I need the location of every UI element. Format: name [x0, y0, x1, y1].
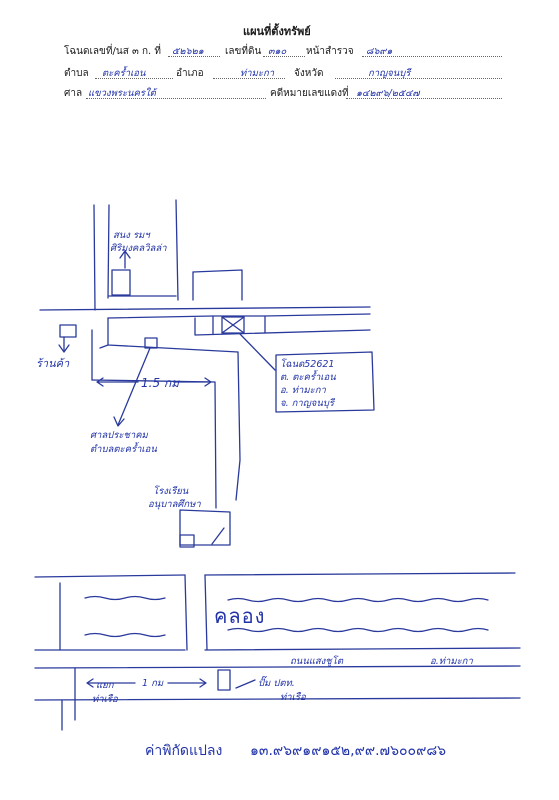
plot-box — [221, 316, 245, 334]
coordinate-label: ค่าพิกัดแปลง — [145, 743, 223, 759]
deed-value: ๕๒๖๒๑ — [172, 46, 204, 57]
case-no-label: คดีหมายเลขแดงที่ — [270, 88, 349, 99]
shop-box — [59, 324, 77, 338]
subdistrict-label: ตำบล — [64, 68, 89, 79]
road-edge — [107, 317, 239, 353]
deed-info-box — [275, 351, 375, 413]
deed-label: โฉนดเลขที่/นส ๓ ก. ที่ — [64, 46, 161, 57]
province-label: จังหวัด — [294, 68, 324, 79]
town-label: อ.ท่ามะกา — [430, 656, 473, 667]
building — [192, 269, 243, 301]
gas-station-label-2: ท่าเรือ — [280, 692, 306, 703]
canal-edge — [34, 574, 186, 578]
province-line — [335, 78, 502, 79]
school-box — [179, 509, 231, 546]
arrow-head — [113, 416, 125, 427]
arrow-head — [199, 678, 207, 688]
canal-edge — [204, 572, 516, 576]
canal-label: คลอง — [214, 604, 266, 628]
survey-page-label: หน้าสำรวจ — [306, 46, 354, 57]
road-edge — [34, 665, 521, 669]
plot-cross — [221, 316, 245, 334]
arrow-line — [239, 333, 276, 371]
deed-box-line-1: โฉนด52621 — [280, 359, 335, 370]
deed-box-line-4: จ. กาญจนบุรี — [280, 398, 334, 409]
water-wave — [84, 595, 166, 601]
road-edge — [34, 697, 521, 701]
pavilion-label-2: ตำบลตะคร้ำเอน — [90, 444, 157, 455]
road-edge — [93, 204, 96, 311]
land-no-label: เลขที่ดิน — [225, 46, 262, 57]
pavilion-box — [144, 337, 158, 349]
court-label: ศาล — [64, 88, 83, 99]
subdistrict-value: ตะคร้ำเอน — [102, 68, 146, 79]
arrow-head — [58, 344, 70, 353]
distance-label-1: 1.5 กม — [141, 376, 180, 390]
canal-edge — [204, 574, 208, 651]
survey-page-line — [362, 56, 502, 57]
junction-label: แยก — [96, 680, 114, 691]
land-no-value: ๓๑๐ — [268, 46, 287, 57]
canal-edge — [184, 574, 188, 651]
deed-line — [168, 56, 220, 57]
coop-box — [111, 269, 131, 296]
court-value: แขวงพระนครใต้ — [88, 88, 156, 99]
court-line — [86, 98, 266, 99]
district-label: อำเภอ — [176, 68, 204, 79]
school-label: โรงเรียน — [153, 486, 189, 497]
road-label: ถนนแสงชูโต — [290, 656, 344, 667]
road-edge — [264, 313, 371, 317]
canal-edge — [204, 647, 521, 651]
arrow-line — [211, 527, 225, 545]
road-edge — [194, 317, 371, 336]
road-edge — [61, 667, 76, 731]
school-label-2: อนุบาลศึกษา — [148, 499, 201, 510]
arrow-head — [204, 377, 212, 387]
page-title: แผนที่ตั้งทรัพย์ — [243, 25, 311, 38]
plot-frame — [212, 315, 266, 335]
junction-label-2: ท่าเรือ — [92, 694, 118, 705]
arrow-line — [235, 679, 256, 689]
shop-label: ร้านค้า — [36, 357, 70, 370]
water-wave — [227, 597, 489, 603]
road-edge — [99, 344, 109, 349]
gas-station-label: ปั๊ม ปตท. — [258, 678, 295, 689]
road-edge — [39, 306, 371, 311]
case-no-line — [346, 98, 502, 99]
water-wave — [84, 632, 166, 638]
distance-label-2: 1 กม — [142, 678, 164, 689]
road-edge — [91, 379, 217, 509]
province-value: กาญจนบุรี — [368, 68, 411, 79]
district-line — [213, 78, 285, 79]
arrow-head — [119, 250, 131, 259]
arrow-line — [117, 347, 151, 426]
pavilion-label: ศาลประชาคม — [90, 430, 148, 441]
arrow-head — [96, 377, 104, 387]
survey-page-value: ๘๖๙๑ — [366, 46, 393, 57]
land-no-line — [263, 56, 305, 57]
road-edge — [107, 315, 214, 319]
school-small-box — [179, 534, 195, 548]
water-wave — [227, 627, 489, 633]
road-edge — [235, 351, 241, 501]
coordinate-value: ๑๓.๙๖๙๑๙๑๕๒,๙๙.๗๖๐๐๙๘๖ — [250, 743, 447, 759]
gas-station-box — [217, 669, 231, 691]
road-edge — [175, 199, 179, 301]
deed-box-line-3: อ. ท่ามะกา — [280, 385, 326, 396]
deed-box-line-2: ต. ตะคร้ำเอน — [280, 372, 336, 383]
coop-label: สนง รมฯ — [113, 230, 150, 241]
case-no-value: ๑๔๒๙๖/๒๕๔๗ — [356, 88, 420, 99]
road-edge — [107, 204, 110, 299]
arrow-head — [86, 678, 94, 688]
subdistrict-line — [95, 78, 173, 79]
district-value: ท่ามะกา — [240, 68, 275, 79]
coop-label-2: ศิริมงคลวิลล่า — [110, 243, 167, 254]
